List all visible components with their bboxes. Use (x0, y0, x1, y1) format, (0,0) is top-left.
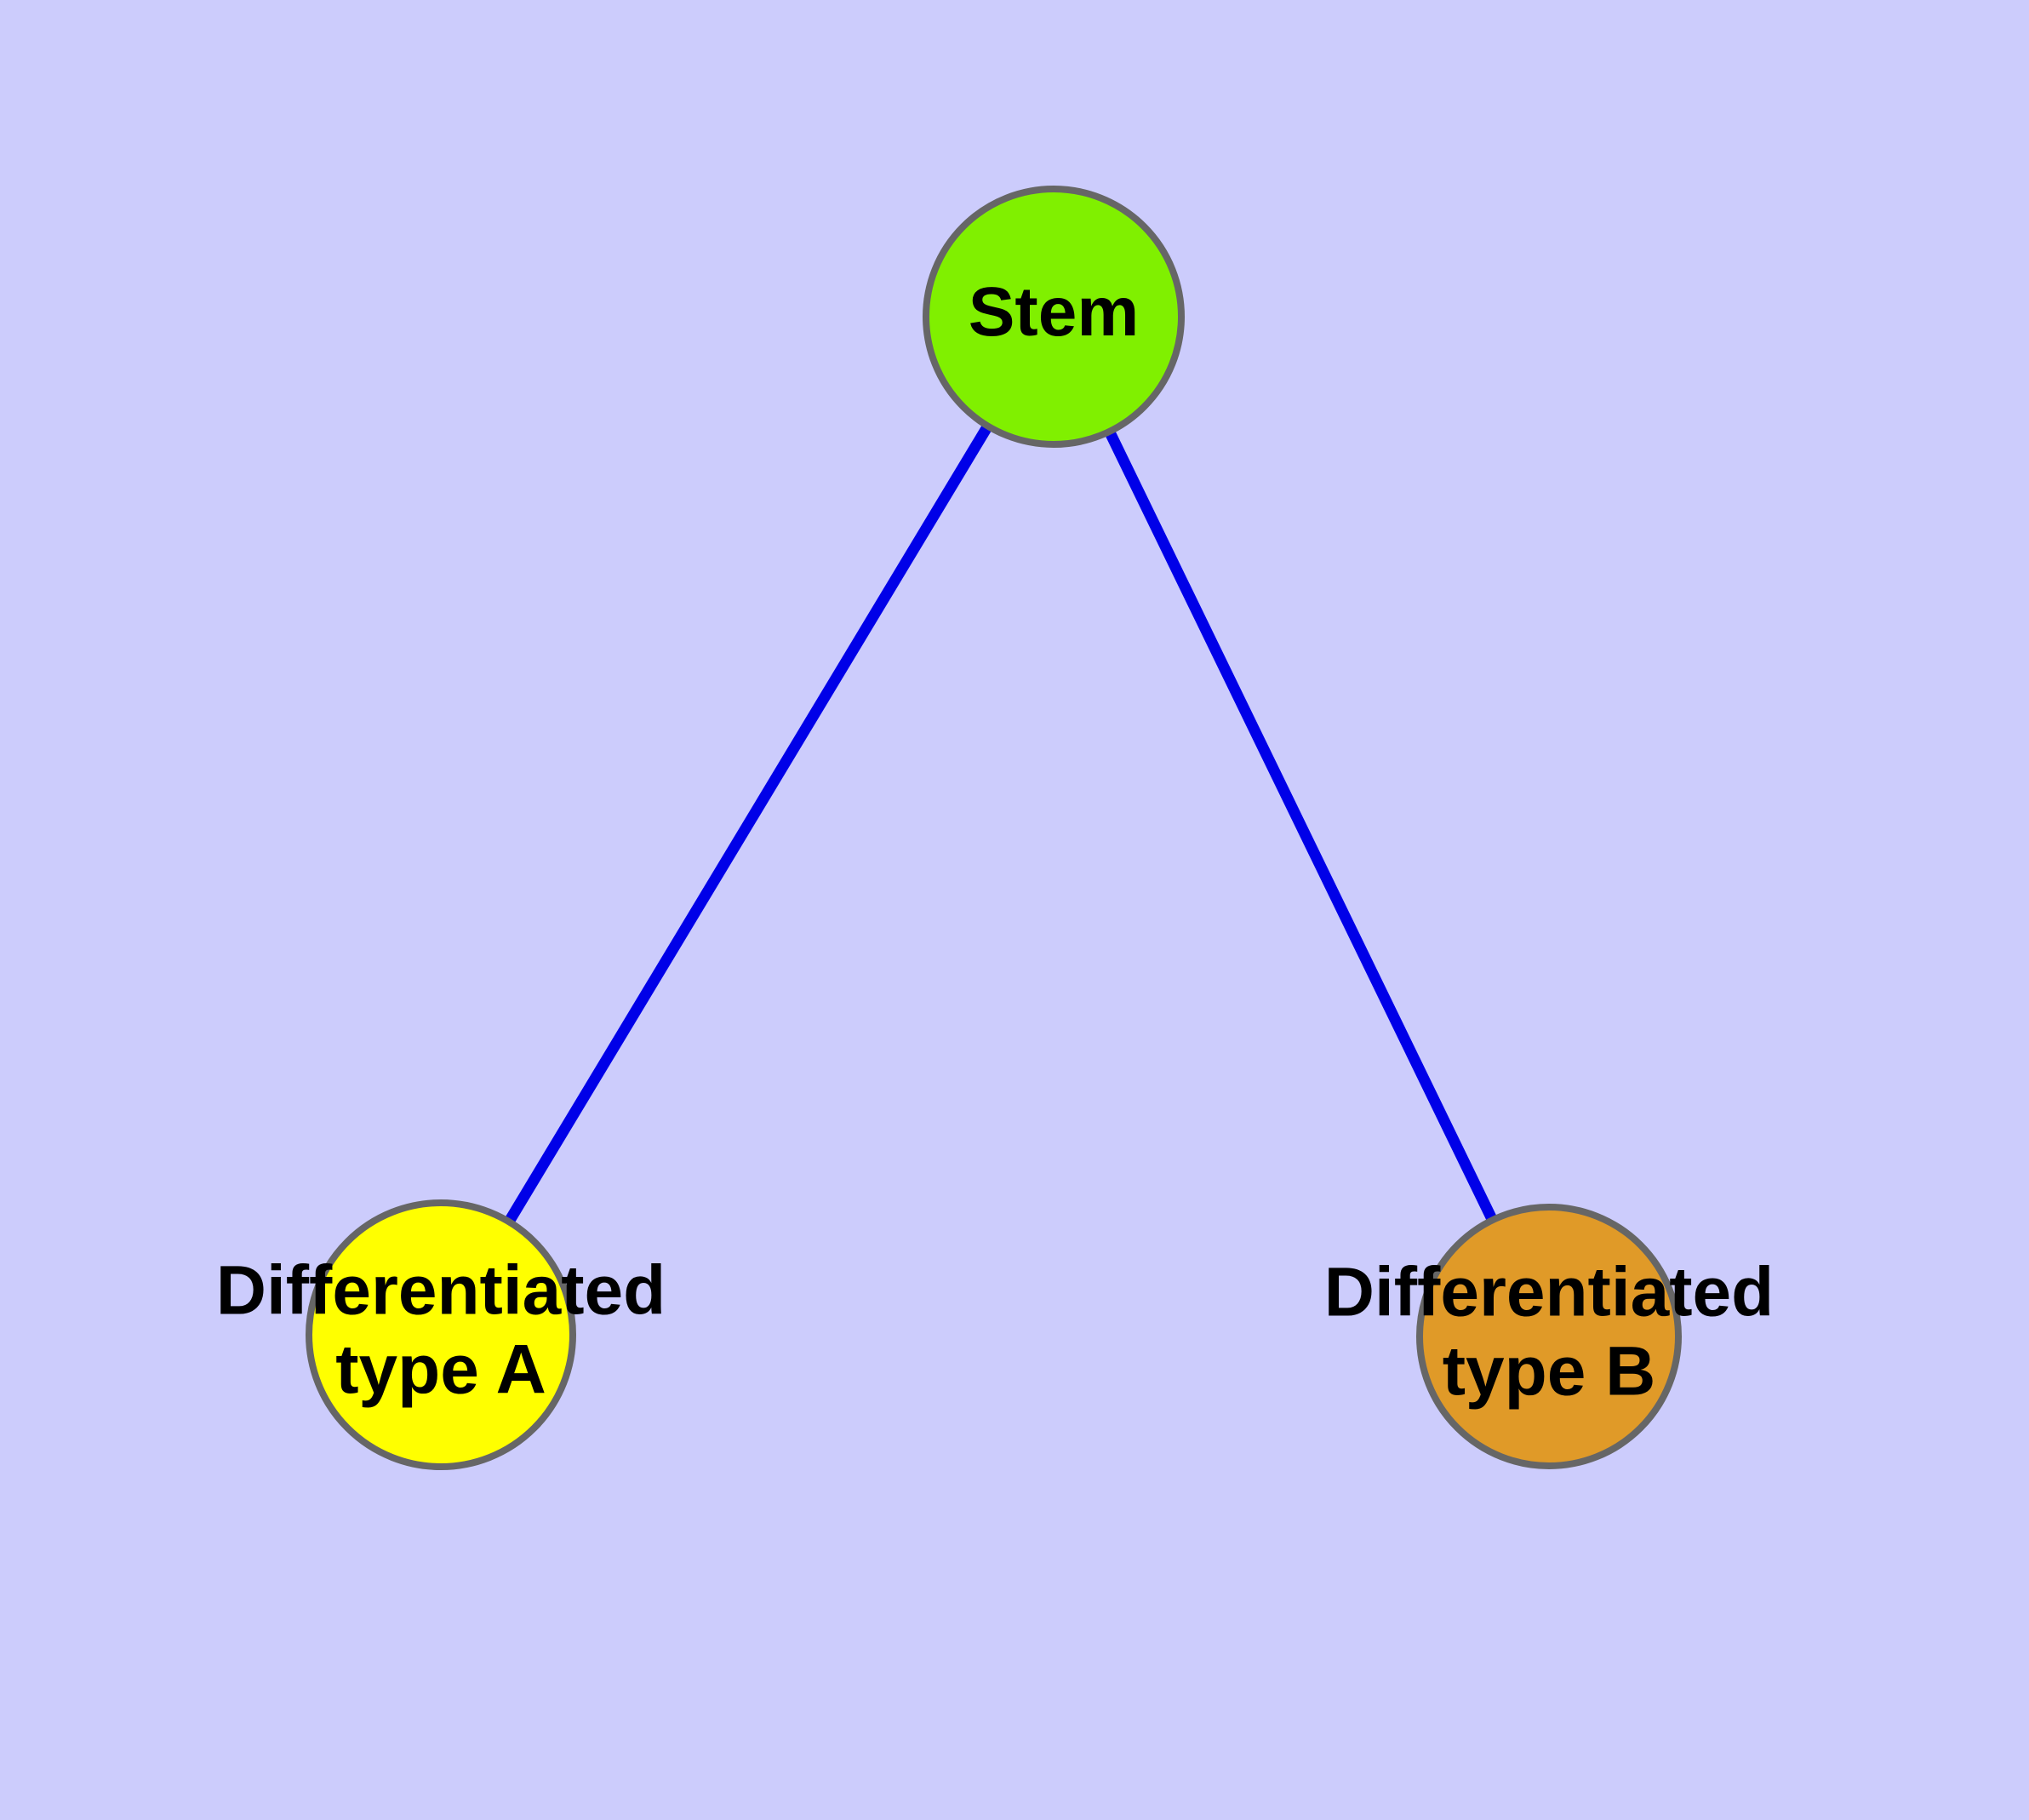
node-label-line: type A (335, 1331, 546, 1408)
node-circle-diff_a[interactable] (306, 1199, 576, 1470)
node-circle-diff_b[interactable] (1416, 1204, 1682, 1469)
graph-edge-stem-to-diff-b (1049, 314, 1554, 1339)
edge-layer (436, 313, 1554, 1339)
graph-edge-stem-to-diff-a (436, 313, 1059, 1338)
node-label-line: Differentiated (216, 1251, 666, 1329)
node-label-line: Differentiated (1324, 1253, 1775, 1331)
graph-node-stem[interactable]: Stem (923, 186, 1185, 448)
node-circle-stem[interactable] (923, 186, 1185, 448)
node-label-line: Stem (969, 273, 1140, 351)
node-label-stem: Stem (969, 273, 1140, 351)
node-label-line: type B (1443, 1332, 1656, 1410)
